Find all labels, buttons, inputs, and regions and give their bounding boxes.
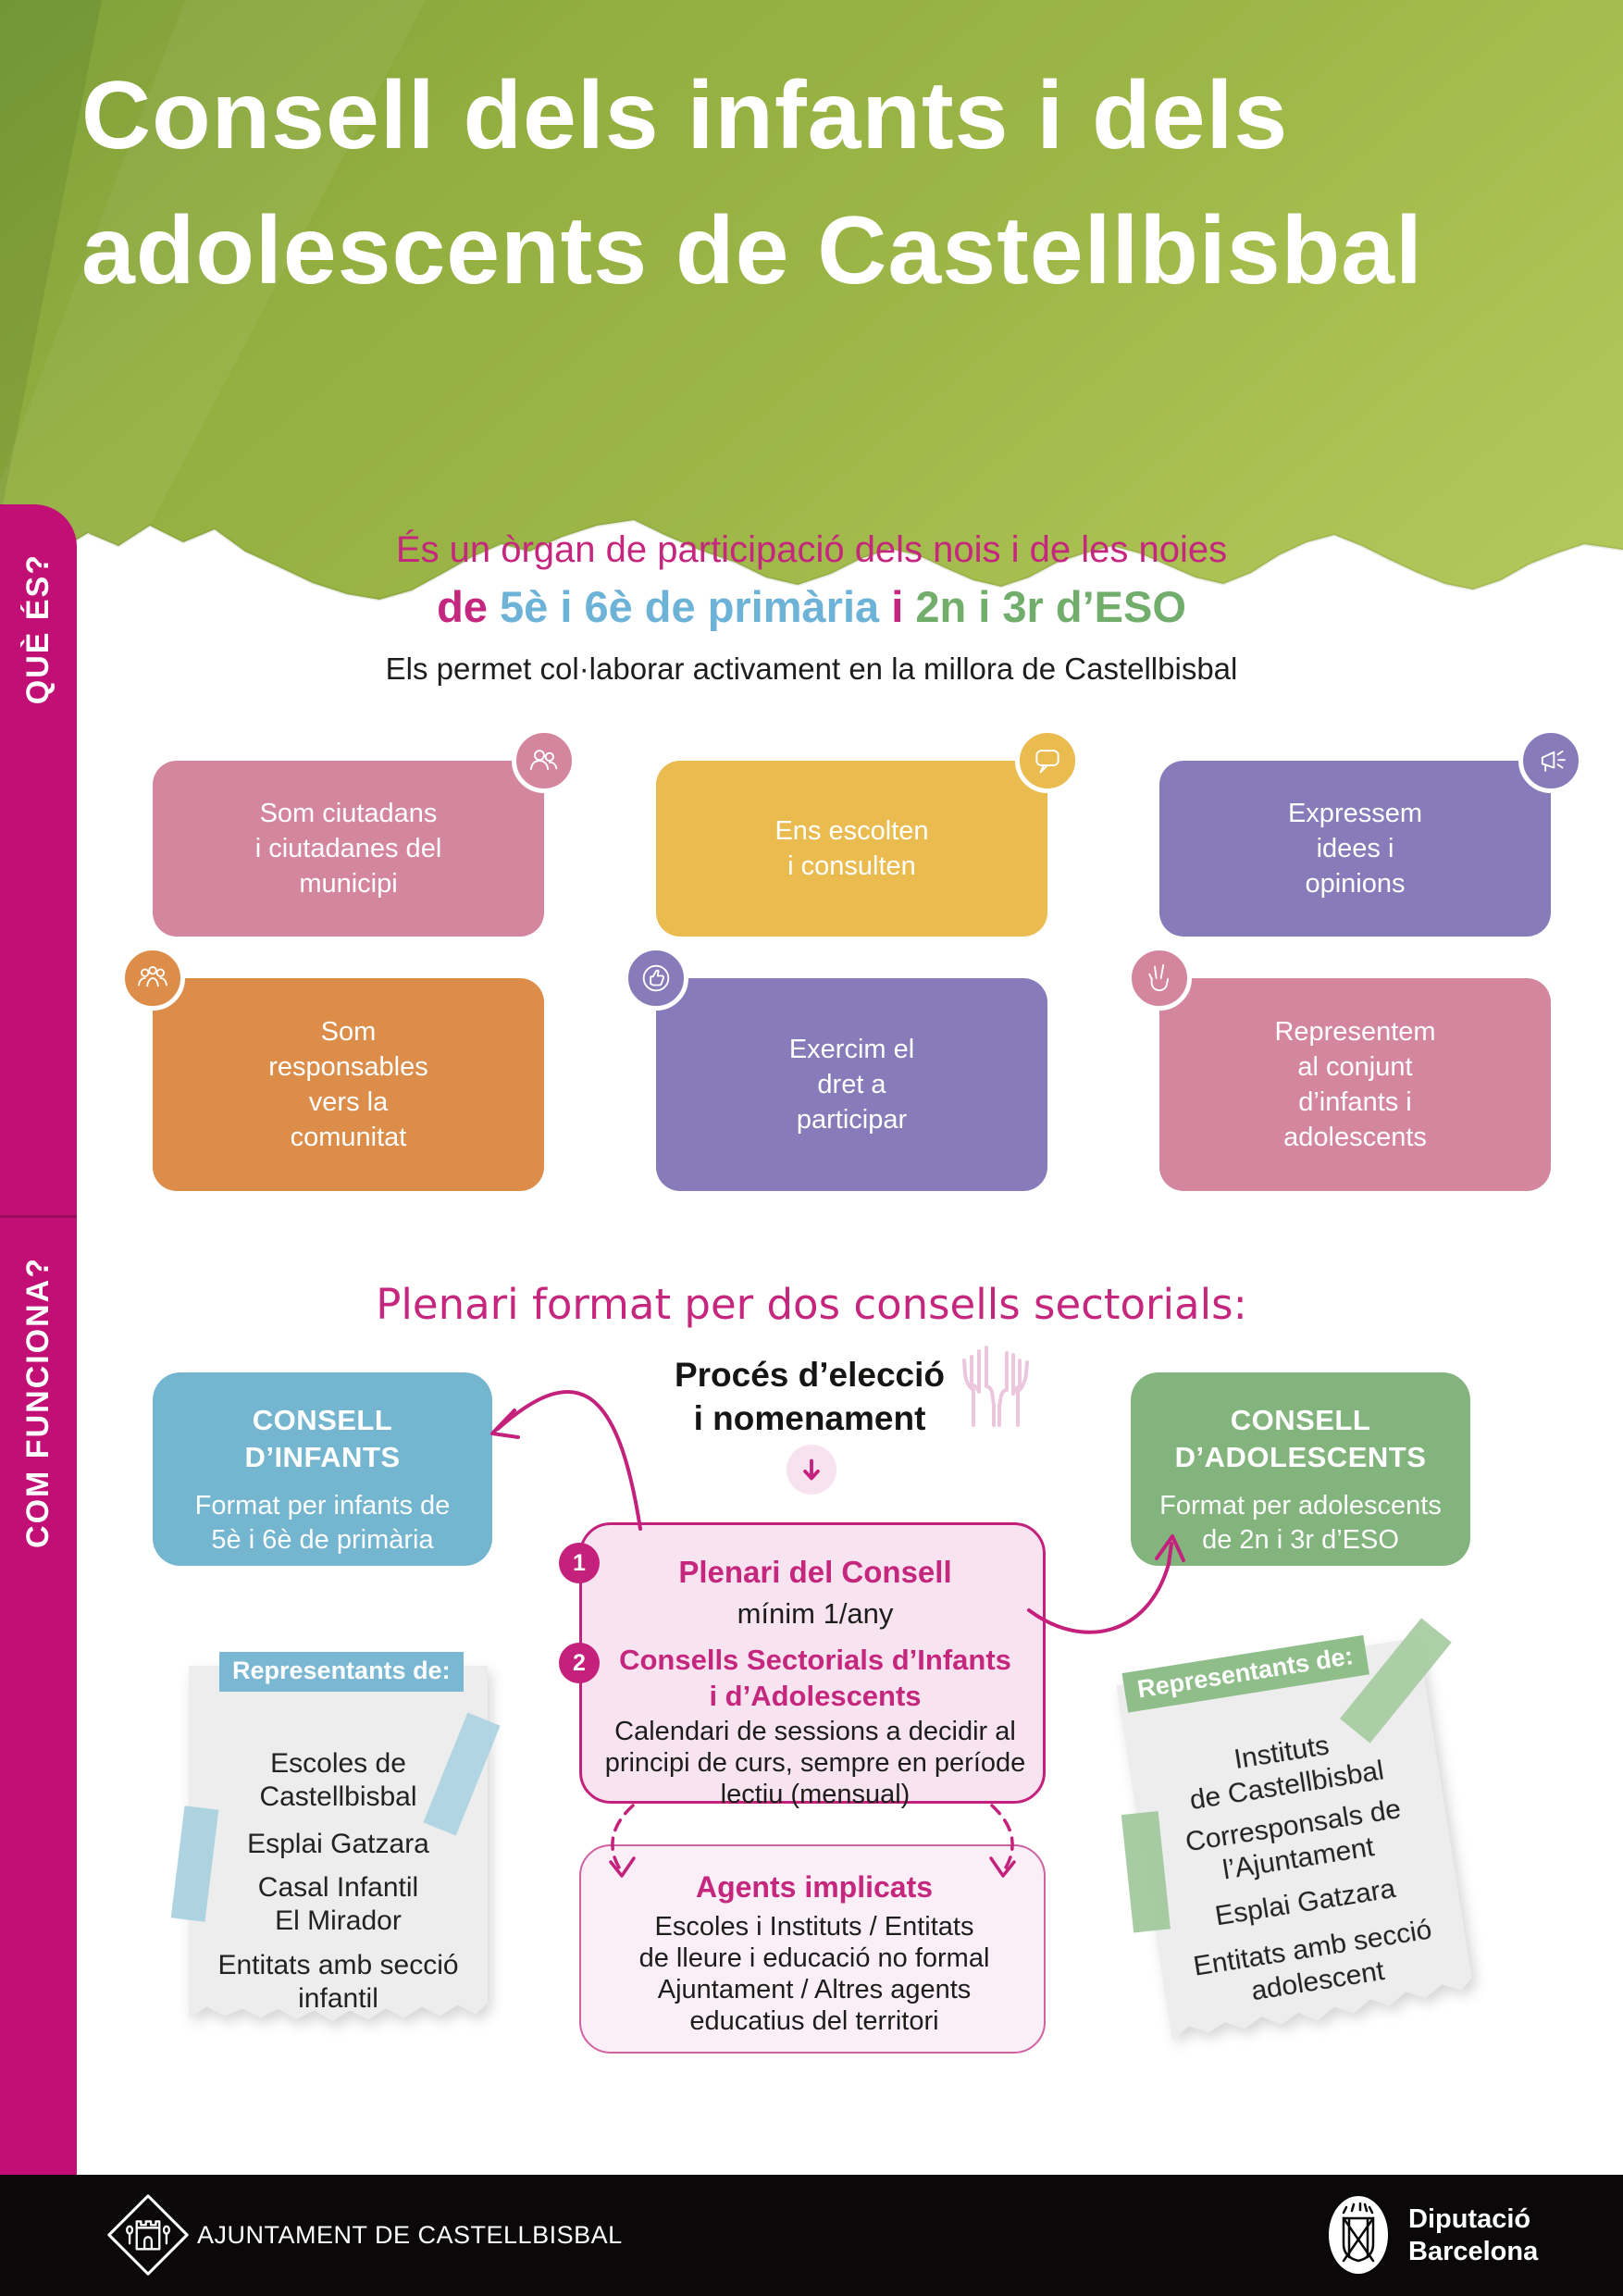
thumbs-up-icon xyxy=(624,946,688,1011)
agents-title: Agents implicats xyxy=(695,1870,934,1904)
diputacio-barcelona-label: Diputació Barcelona xyxy=(1408,2203,1538,2268)
sidebar-section-divider xyxy=(0,1215,77,1218)
ajuntament-castellbisbal-label: AJUNTAMENT DE CASTELLBISBAL xyxy=(197,2221,623,2249)
plenari-box: Plenari del Consell mínim 1/any Consells… xyxy=(579,1522,1046,1809)
step-1-badge: 1 xyxy=(559,1543,600,1583)
intro-line2: de 5è i 6è de primària i 2n i 3r d’ESO xyxy=(0,581,1623,632)
step-2-badge: 2 xyxy=(559,1643,600,1683)
ajuntament-castellbisbal-logo-icon xyxy=(107,2194,189,2276)
community-icon xyxy=(120,946,185,1011)
torn-edge-decoration xyxy=(0,518,1623,609)
note-infants-item-esplai: Esplai Gatzara xyxy=(247,1829,429,1859)
citizens-icon xyxy=(512,728,576,793)
agents-implicats-box: Agents implicats Escoles i Instituts / E… xyxy=(579,1844,1046,2054)
header-banner xyxy=(0,0,1623,600)
intro-line1: És un òrgan de participació dels nois i … xyxy=(395,529,1228,570)
intro-line2-mid: i xyxy=(879,582,916,631)
down-step-indicator xyxy=(787,1445,836,1495)
down-arrow-icon xyxy=(803,1458,820,1481)
speech-bubble-icon xyxy=(1015,728,1080,793)
intro-line2-pre: de xyxy=(437,582,500,631)
plenari-frequency: mínim 1/any xyxy=(737,1597,894,1630)
megaphone-icon xyxy=(1518,728,1583,793)
peace-hand-icon xyxy=(1127,946,1192,1011)
page-title-line1: Consell dels infants i dels xyxy=(81,62,1289,169)
raised-hands-icon xyxy=(962,1346,1029,1427)
diputacio-barcelona-logo-icon xyxy=(1329,2196,1388,2274)
sidebar: QUÈ ÉS? COM FUNCIONA? xyxy=(0,504,77,2178)
intro-line3: Els permet col·laborar activament en la … xyxy=(385,652,1238,686)
diputacio-line2: Barcelona xyxy=(1408,2237,1539,2266)
plenari-title: Plenari del Consell xyxy=(678,1555,952,1589)
intro-line2-eso: 2n i 3r d’ESO xyxy=(915,582,1186,631)
section-heading-plenari: Plenari format per dos consells sectoria… xyxy=(376,1280,1247,1329)
page-title: Consell dels infants i dels adolescents … xyxy=(81,48,1562,318)
diputacio-line1: Diputació xyxy=(1408,2204,1531,2234)
page-title-line2: adolescents de Castellbisbal xyxy=(81,197,1423,304)
intro-line2-primaria: 5è i 6è de primària xyxy=(500,582,880,631)
note-infants-label: Representants de: xyxy=(219,1652,464,1692)
